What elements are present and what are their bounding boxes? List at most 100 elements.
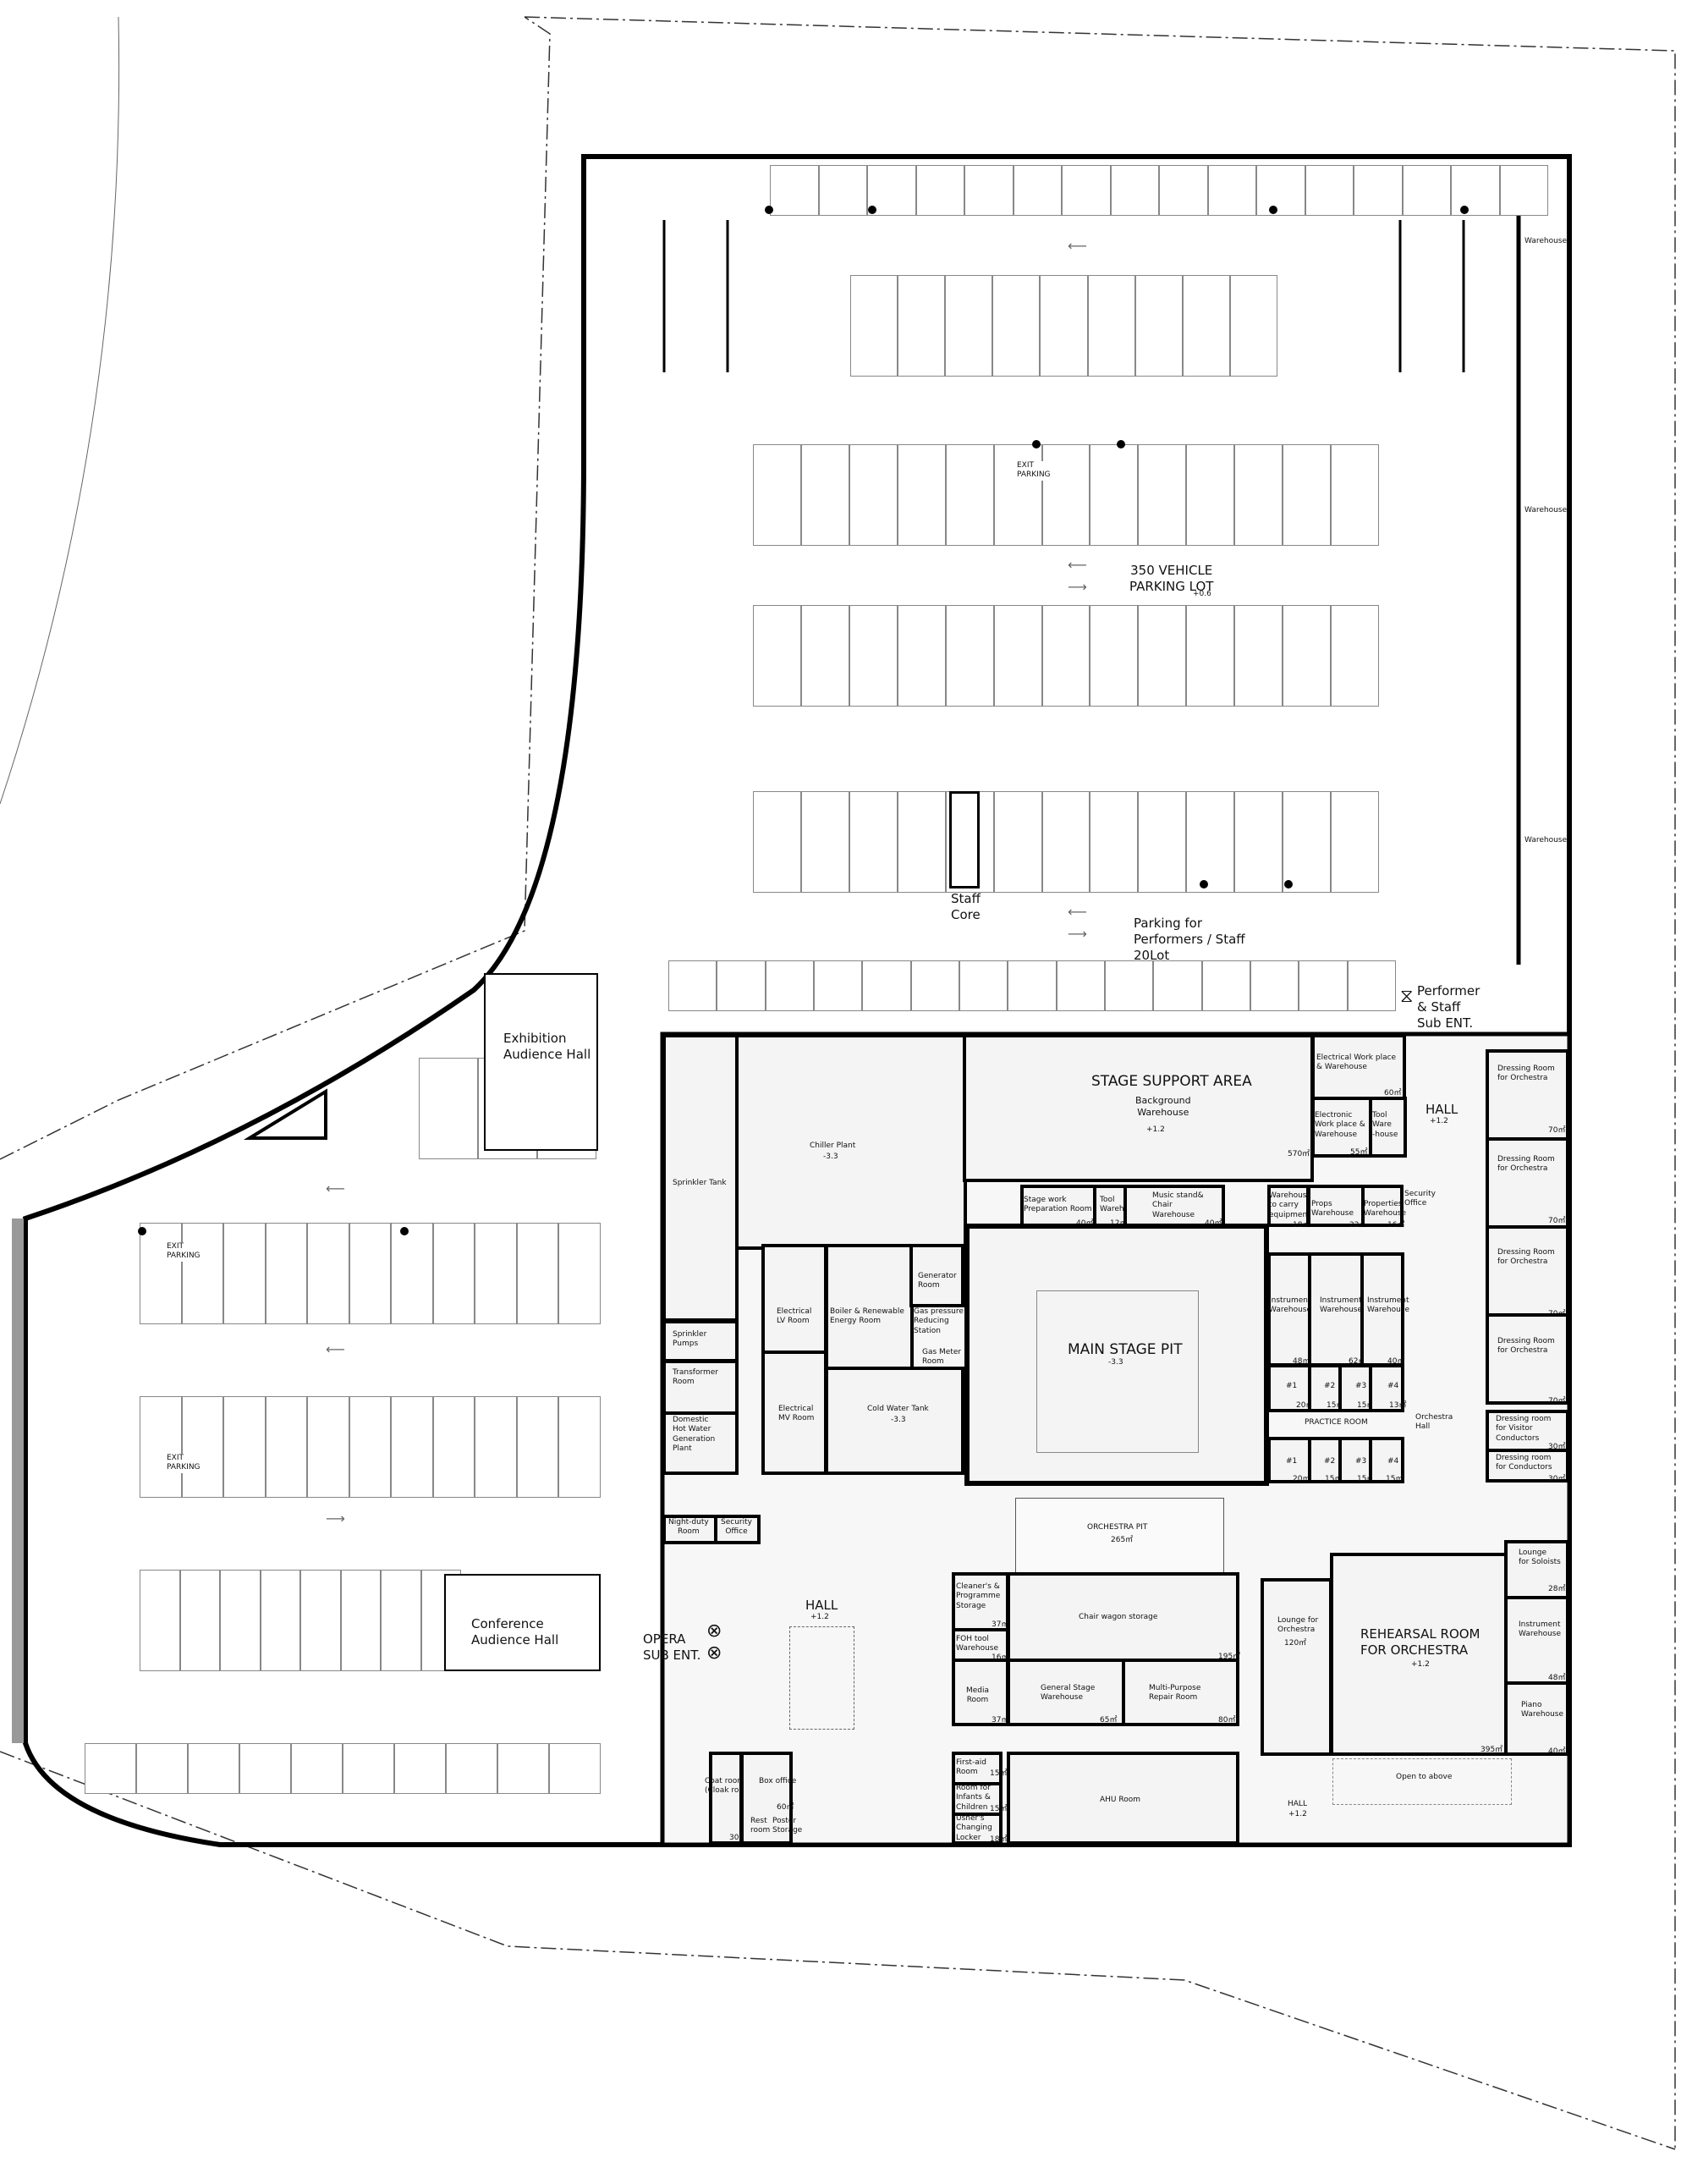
tool-warehouse-small	[1369, 1097, 1407, 1158]
stage-support-level: +1.2	[1146, 1125, 1165, 1134]
stage-lift-platform	[1036, 1290, 1199, 1453]
sprinkler-tank	[662, 1034, 739, 1322]
dressing-room-4-area: 70㎡	[1548, 1397, 1566, 1406]
music-practice-2-num: #2	[1324, 1457, 1336, 1466]
traffic-arrow-left-icon: ⟵	[326, 1180, 345, 1197]
main-parking-lot-title: 350 VEHICLE PARKING LOT	[1129, 563, 1214, 594]
dressing-room-conductors-area: 30㎡	[1548, 1475, 1566, 1483]
rest-room-label: Rest room	[750, 1817, 771, 1835]
parking-stalls-row	[850, 275, 1277, 377]
foh-hall-label: HALL	[805, 1598, 838, 1613]
electrical-mv-label: Electrical MV Room	[778, 1405, 815, 1423]
gas-meter-label: Gas Meter Room	[922, 1348, 962, 1367]
instrument-wh-1-label: Instrument Warehouse	[1269, 1296, 1312, 1315]
instrument-wh-east-label: Instrument Warehouse	[1519, 1620, 1562, 1639]
dressing-room-orchestra-3	[1486, 1225, 1569, 1317]
parking-stalls-row	[753, 605, 1379, 707]
music-practice-2-area: 15㎡	[1325, 1475, 1343, 1483]
orchestra-pit-label: ORCHESTRA PIT	[1087, 1523, 1148, 1532]
cold-water-tank	[825, 1367, 964, 1475]
exhibition-hall-label: Exhibition Audience Hall	[503, 1031, 591, 1062]
parking-stalls-row	[753, 791, 1379, 893]
foh-tool-area: 16㎡	[992, 1653, 1009, 1662]
lounge-orchestra-label: Lounge for Orchestra	[1277, 1616, 1319, 1635]
column	[1200, 880, 1208, 888]
exhibition-audience-hall	[484, 973, 598, 1151]
boiler-label: Boiler & Renewable Energy Room	[830, 1307, 904, 1326]
music-practice-3-num: #3	[1355, 1457, 1367, 1466]
box-office-label: Box office	[759, 1777, 797, 1785]
dressing-room-3-label: Dressing Room for Orchestra	[1497, 1248, 1555, 1267]
exit-parking-label: EXIT PARKING	[1017, 461, 1051, 481]
conference-audience-hall	[444, 1574, 601, 1671]
first-aid-area: 15㎡	[990, 1769, 1008, 1778]
chair-wagon-storage	[1007, 1572, 1239, 1662]
domestic-hot-water-plant	[662, 1411, 739, 1475]
parking-stalls-row	[140, 1570, 461, 1671]
rehearsal-room-for-orchestra	[1330, 1553, 1508, 1756]
media-room-label: Media Room	[966, 1686, 990, 1705]
music-stand-label: Music stand& Chair Warehouse	[1152, 1191, 1204, 1219]
usher-area: 18㎡	[990, 1835, 1008, 1844]
piano-warehouse-area: 40㎡	[1548, 1747, 1566, 1756]
performer-parking-label: Parking for Performers / Staff 20Lot	[1134, 916, 1245, 963]
music-practice-4	[1369, 1437, 1404, 1483]
media-room-area: 37㎡	[992, 1716, 1009, 1725]
dressing-room-4-label: Dressing Room for Orchestra	[1497, 1337, 1555, 1356]
lounge-soloists-label: Lounge for Soloists	[1519, 1549, 1561, 1567]
main-stage-pit	[964, 1224, 1269, 1486]
sprinkler-pumps-label: Sprinkler Pumps	[673, 1330, 707, 1349]
electronic-workplace-area: 55㎡	[1350, 1148, 1368, 1157]
security-office-north-label: Security Office	[1404, 1190, 1436, 1208]
props-warehouse-area: 22㎡	[1349, 1221, 1367, 1230]
infants-label: Room for Infants & Children	[956, 1784, 991, 1812]
gas-pressure-label: Gas pressure Reducing Station	[914, 1307, 964, 1335]
general-stage-area: 65㎡	[1100, 1716, 1118, 1725]
general-stage-label: General Stage Warehouse	[1041, 1684, 1096, 1703]
stage-support-title: STAGE SUPPORT AREA	[1091, 1073, 1252, 1090]
piano-warehouse-label: Piano Warehouse	[1521, 1701, 1564, 1719]
music-practice-3-area: 15㎡	[1357, 1475, 1375, 1483]
general-stage-warehouse	[1007, 1659, 1125, 1726]
dressing-room-visitor-label: Dressing room for Visitor Conductors	[1496, 1415, 1552, 1443]
exit-parking-label: EXIT PARKING	[167, 1242, 201, 1262]
electrical-workplace-area: 60㎡	[1384, 1089, 1402, 1098]
traffic-arrow-left-icon: ⟵	[1068, 904, 1087, 920]
traffic-arrow-left-icon: ⟵	[1068, 238, 1087, 254]
warehouse-label: Warehouse	[1524, 836, 1568, 844]
hall-north-level: +1.2	[1430, 1117, 1448, 1125]
ensemble-2-area: 15㎡	[1327, 1401, 1344, 1410]
tool-warehouse-small-label: Tool Ware -house	[1372, 1111, 1398, 1139]
ensemble-3-area: 15㎡	[1357, 1401, 1375, 1410]
properties-warehouse-area: 16㎡	[1387, 1221, 1405, 1230]
foh-tool-warehouse	[952, 1628, 1009, 1662]
properties-warehouse-label: Properties Warehouse	[1364, 1200, 1407, 1219]
night-duty-room	[662, 1515, 717, 1544]
hall-south-level: +1.2	[1288, 1810, 1307, 1818]
performer-staff-entrance-label: Performer & Staff Sub ENT.	[1417, 983, 1480, 1031]
column	[868, 206, 876, 214]
generator-label: Generator Room	[918, 1272, 957, 1290]
dressing-room-orchestra-1	[1486, 1049, 1569, 1141]
tool-warehouse-label: Tool Warehouse	[1100, 1196, 1143, 1214]
chiller-plant-level: -3.3	[823, 1153, 838, 1161]
lounge-for-orchestra	[1261, 1578, 1332, 1756]
instrument-warehouse-1	[1267, 1252, 1311, 1367]
tool-warehouse	[1093, 1185, 1127, 1227]
parking-stalls-row	[668, 960, 1396, 1011]
security-office-foh-label: Security Office	[721, 1518, 752, 1537]
entrance-door-icon[interactable]: ⊗⊗	[706, 1620, 722, 1664]
revolving-door-icon[interactable]: ⧖	[1400, 986, 1414, 1007]
column	[1284, 880, 1293, 888]
dressing-room-orchestra-2	[1486, 1137, 1569, 1229]
traffic-arrow-right-icon: ⟶	[1068, 579, 1087, 595]
sprinkler-tank-label: Sprinkler Tank	[673, 1179, 727, 1187]
main-stage-level: -3.3	[1108, 1358, 1123, 1367]
opera-sub-entrance-label: OPERA SUB ENT.	[643, 1631, 701, 1663]
orchestra-hall-label: Orchestra Hall	[1415, 1413, 1453, 1432]
transformer-room-label: Transformer Room	[673, 1368, 719, 1387]
instrument-wh-2-label: Instrument Warehouse	[1320, 1296, 1363, 1315]
multi-purpose-area: 80㎡	[1218, 1716, 1236, 1725]
conference-hall-label: Conference Audience Hall	[471, 1616, 559, 1648]
parking-stalls-row	[85, 1743, 601, 1794]
